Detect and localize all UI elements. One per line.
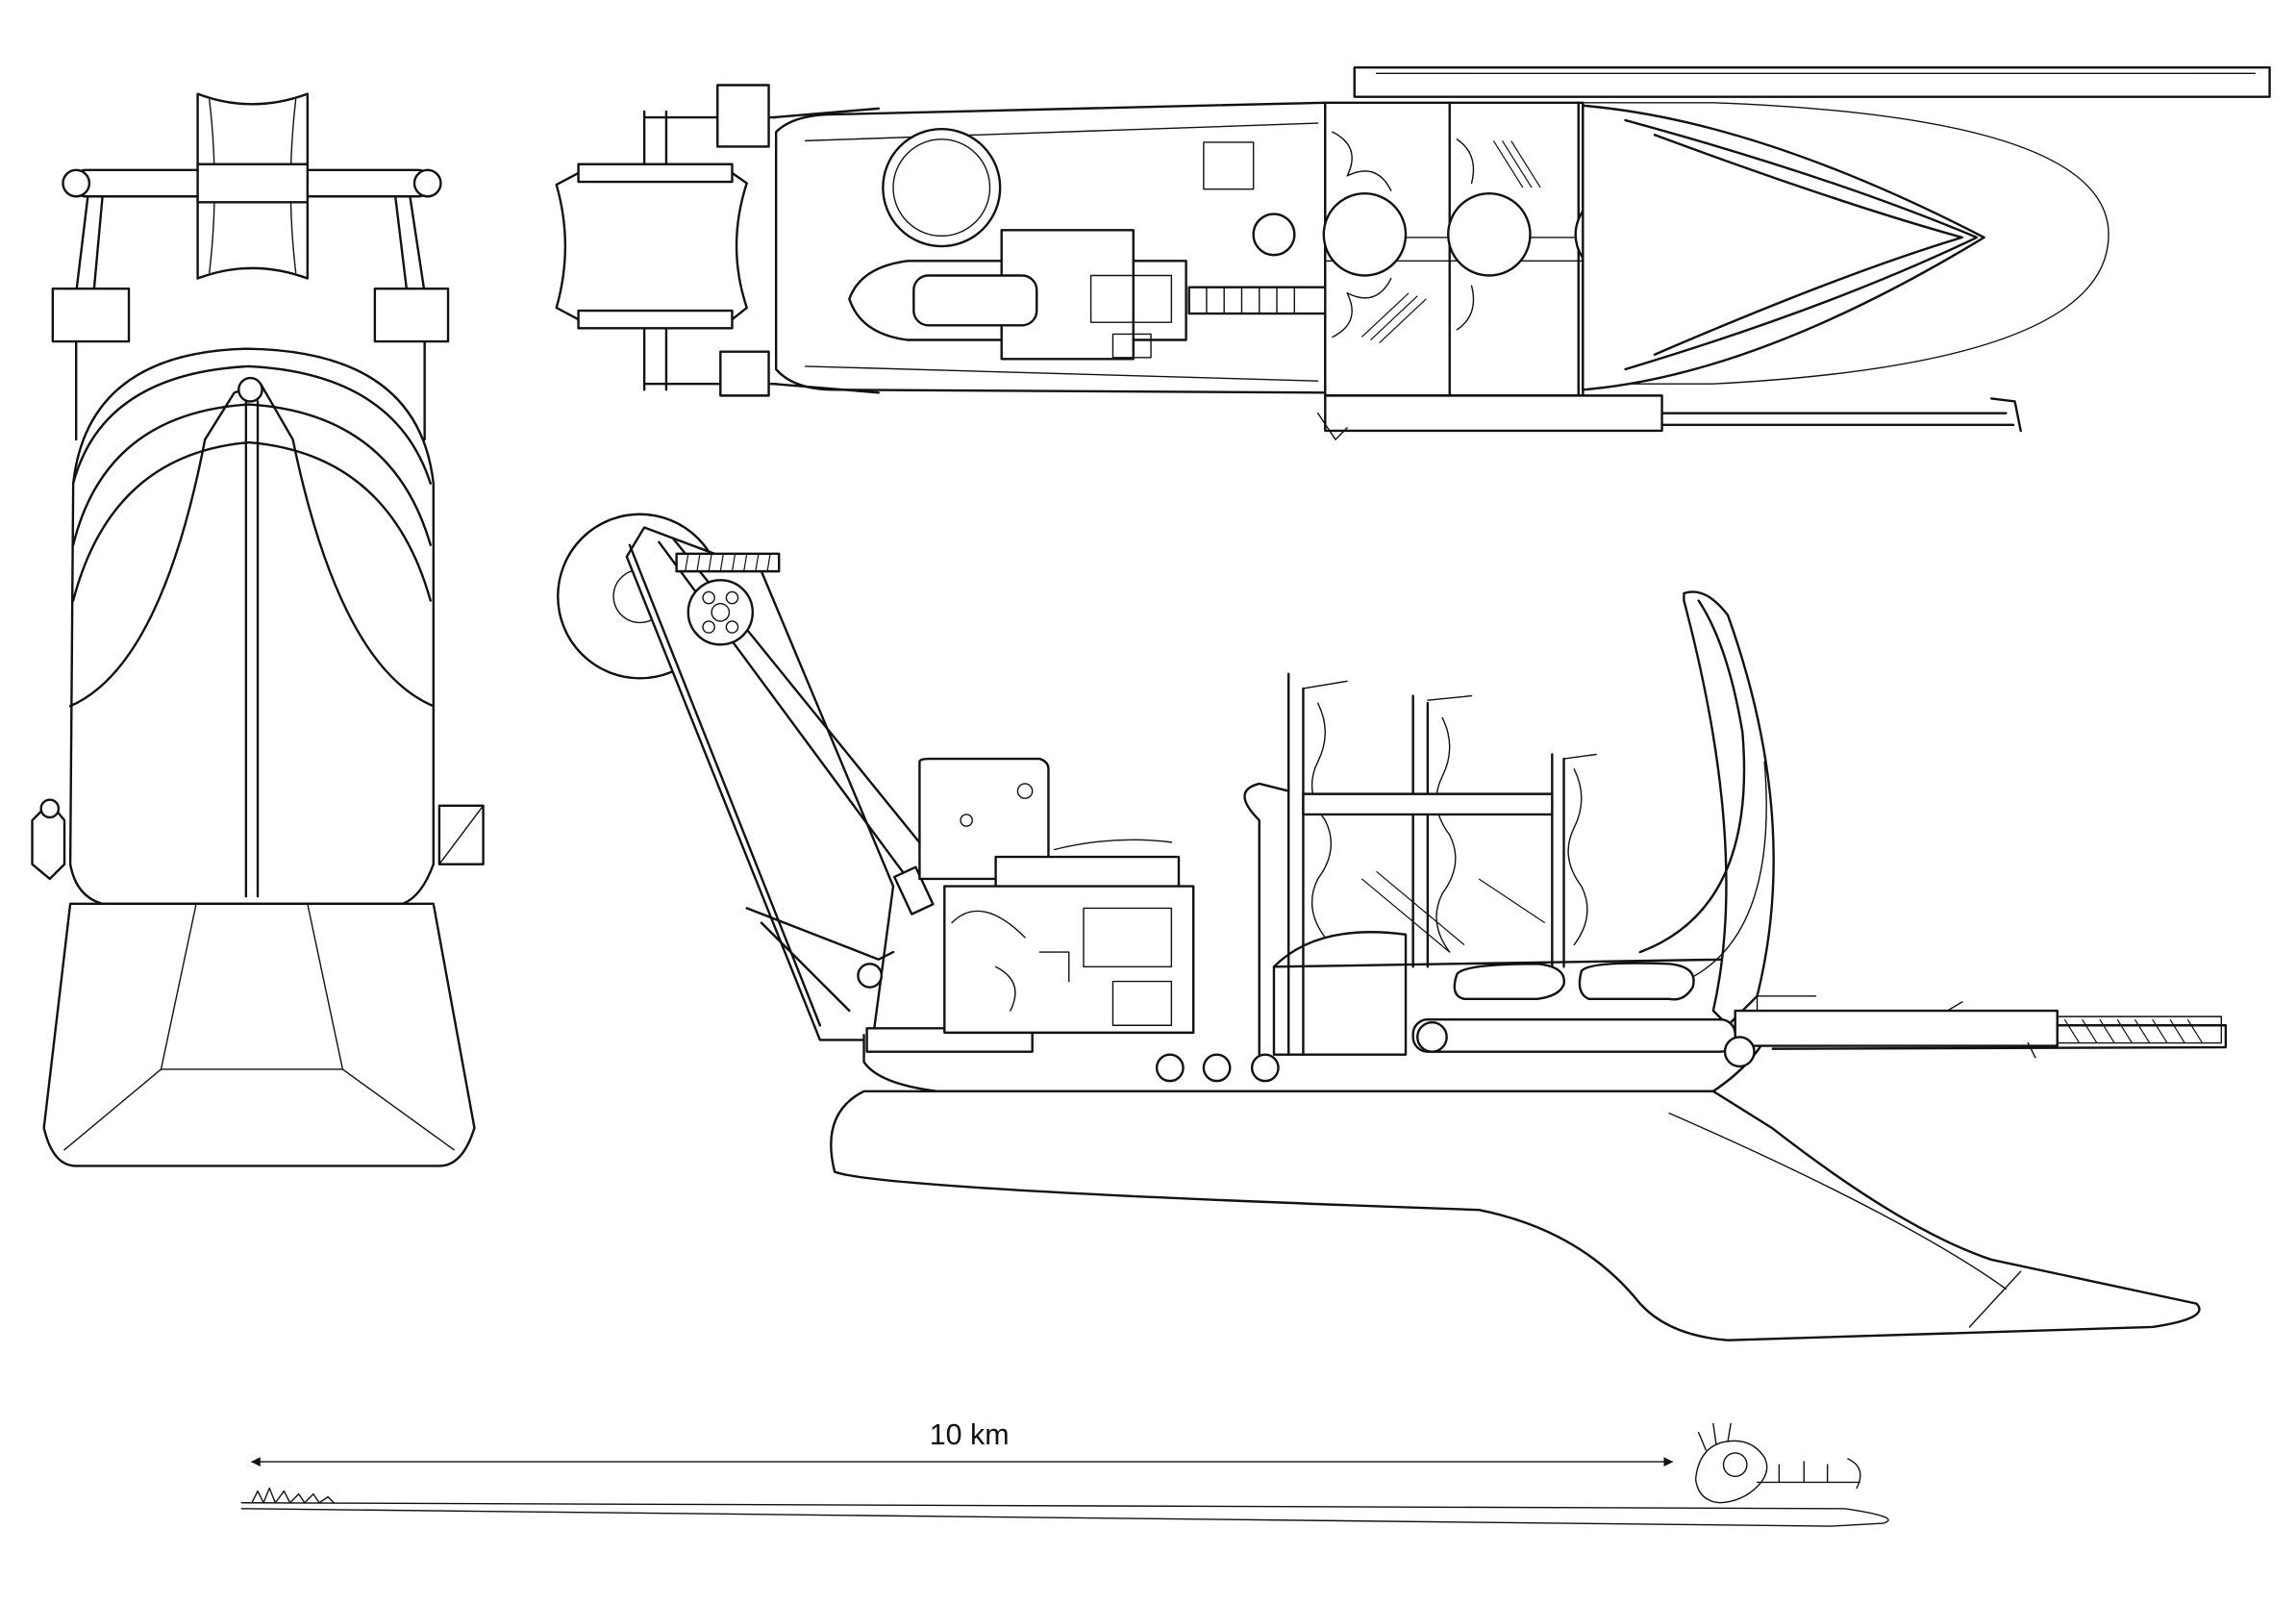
side-view bbox=[558, 514, 2226, 1341]
scale-bar-label: 10 km bbox=[930, 1418, 1010, 1451]
front-view bbox=[33, 94, 484, 1166]
scale-comparison: 10 km bbox=[241, 1418, 1888, 1526]
top-view bbox=[557, 67, 2270, 439]
